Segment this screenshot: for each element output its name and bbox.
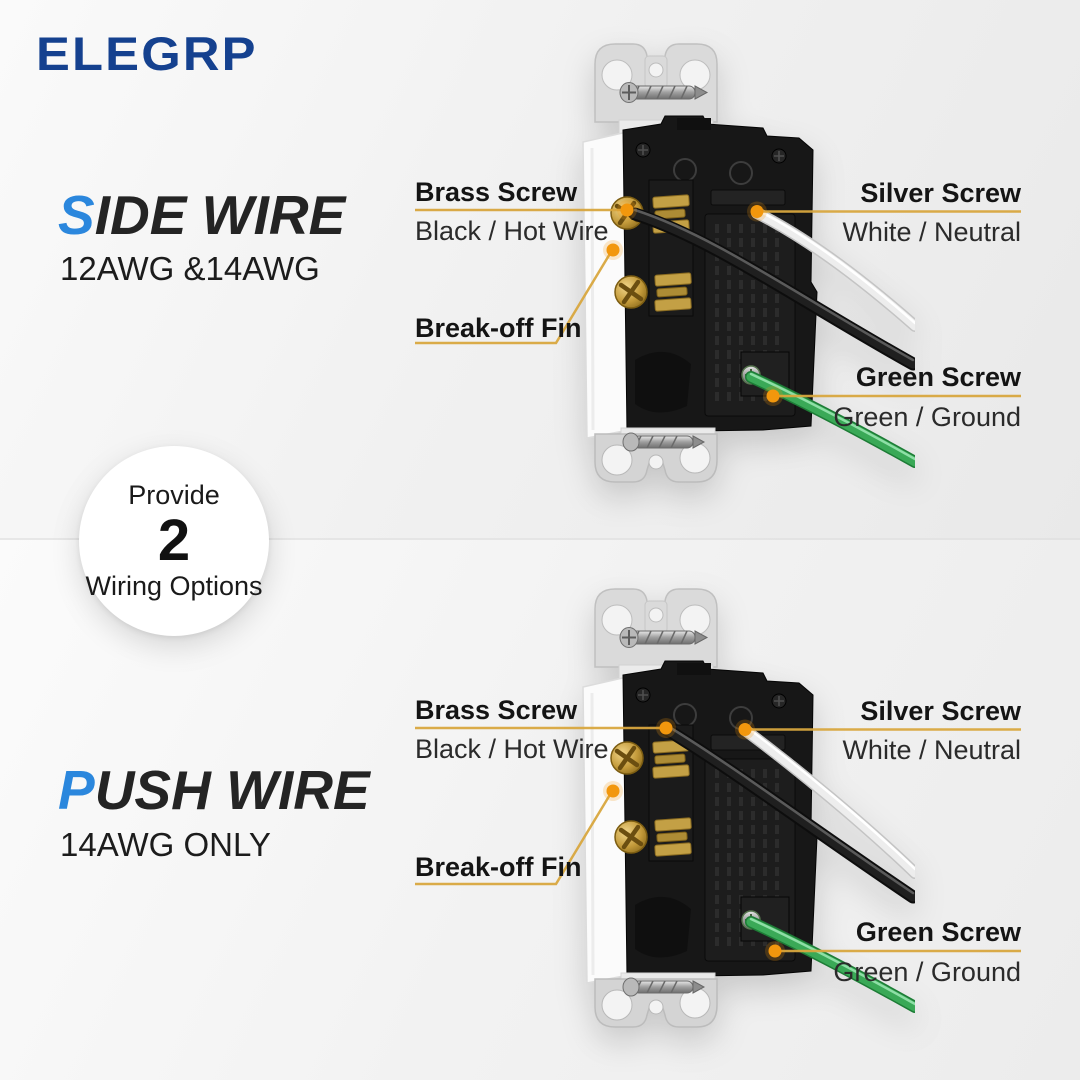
section-subtitle-side-wire: 12AWG &14AWG — [60, 250, 320, 287]
label-breakoff-fin-bottom: Break-off Fin — [415, 852, 582, 882]
outlet-illustration-push-wire — [565, 575, 915, 1035]
green-ground-wire — [745, 371, 915, 468]
section-subtitle-push-wire: 14AWG ONLY — [60, 826, 271, 863]
label-silver-screw-title-bottom: Silver Screw — [860, 696, 1021, 726]
white-neutral-wire — [751, 207, 915, 332]
label-breakoff-fin-top: Break-off Fin — [415, 313, 582, 343]
badge-number: 2 — [157, 507, 191, 573]
black-hot-wire — [659, 722, 915, 904]
label-brass-screw-title-bottom: Brass Screw — [415, 695, 578, 725]
title-rest: USH WIRE — [94, 759, 370, 821]
label-green-screw-desc-top: Green / Ground — [833, 402, 1021, 432]
wiring-options-badge: Provide 2 Wiring Options — [79, 446, 269, 636]
section-title-side-wire: SIDE WIRE — [58, 183, 345, 247]
label-green-screw-title-bottom: Green Screw — [855, 917, 1021, 947]
label-brass-screw-desc-bottom: Black / Hot Wire — [415, 734, 609, 764]
label-silver-screw-desc-top: White / Neutral — [842, 217, 1021, 247]
label-green-screw-title-top: Green Screw — [855, 362, 1021, 392]
title-accent-letter: P — [58, 759, 95, 821]
title-rest: IDE WIRE — [94, 184, 346, 246]
label-brass-screw-title-top: Brass Screw — [415, 177, 578, 207]
outlet-illustration-side-wire — [565, 30, 915, 490]
title-accent-letter: S — [58, 184, 95, 246]
label-silver-screw-title-top: Silver Screw — [860, 178, 1021, 208]
green-ground-wire — [745, 916, 915, 1013]
label-brass-screw-desc-top: Black / Hot Wire — [415, 216, 609, 246]
black-hot-wire — [628, 207, 915, 371]
section-title-push-wire: PUSH WIRE — [58, 758, 370, 822]
brand-logo: ELEGRP — [36, 27, 258, 80]
label-green-screw-desc-bottom: Green / Ground — [833, 957, 1021, 987]
badge-text-top: Provide — [128, 479, 220, 510]
section-divider — [0, 538, 1080, 540]
badge-text-bottom: Wiring Options — [85, 571, 263, 602]
white-neutral-wire — [739, 724, 915, 879]
label-silver-screw-desc-bottom: White / Neutral — [842, 735, 1021, 765]
